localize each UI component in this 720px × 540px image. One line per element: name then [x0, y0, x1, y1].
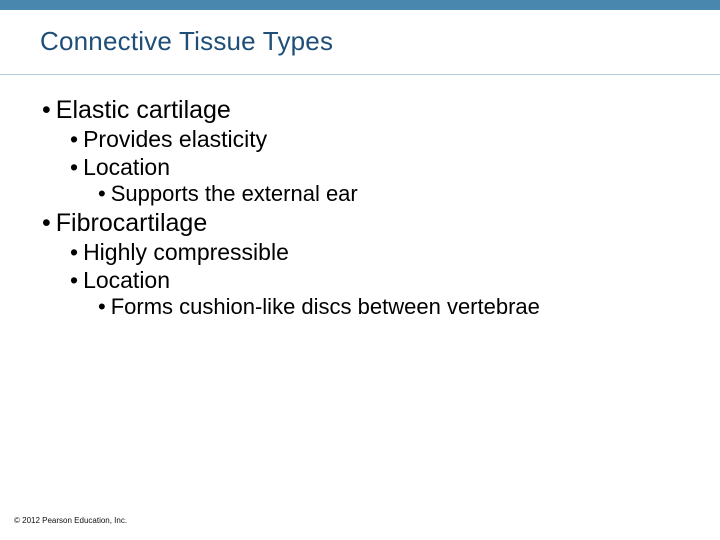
bullet-marker-icon: •: [42, 209, 51, 238]
list-item-label: Supports the external ear: [110, 181, 358, 207]
list-item: • Forms cushion-like discs between verte…: [98, 294, 686, 320]
list-item-label: Location: [83, 154, 171, 181]
list-item: • Elastic cartilage: [42, 96, 686, 124]
bullet-marker-icon: •: [70, 154, 79, 181]
bullet-marker-icon: •: [70, 267, 79, 294]
list-item: • Highly compressible: [70, 239, 686, 265]
top-accent-bar: [0, 0, 720, 10]
list-item-label: Provides elasticity: [83, 126, 268, 153]
list-item-label: Elastic cartilage: [55, 96, 231, 124]
list-item-label: Fibrocartilage: [55, 209, 208, 238]
bullet-marker-icon: •: [98, 181, 106, 207]
list-item: • Provides elasticity: [70, 126, 686, 152]
page-title: Connective Tissue Types: [40, 26, 334, 56]
bullet-marker-icon: •: [70, 126, 79, 153]
list-item-label: Highly compressible: [83, 239, 289, 266]
list-item: • Fibrocartilage: [42, 209, 686, 237]
list-item: • Location: [70, 267, 686, 293]
copyright-notice: © 2012 Pearson Education, Inc.: [14, 516, 128, 525]
bullet-marker-icon: •: [42, 96, 51, 124]
list-item: • Supports the external ear: [98, 181, 686, 207]
slide-body: • Elastic cartilage • Provides elasticit…: [36, 96, 686, 322]
list-item-label: Location: [83, 267, 171, 294]
bullet-marker-icon: •: [70, 239, 79, 266]
list-item-label: Forms cushion-like discs between vertebr…: [110, 294, 540, 320]
bullet-marker-icon: •: [98, 294, 106, 320]
title-divider: [0, 74, 720, 75]
list-item: • Location: [70, 154, 686, 180]
